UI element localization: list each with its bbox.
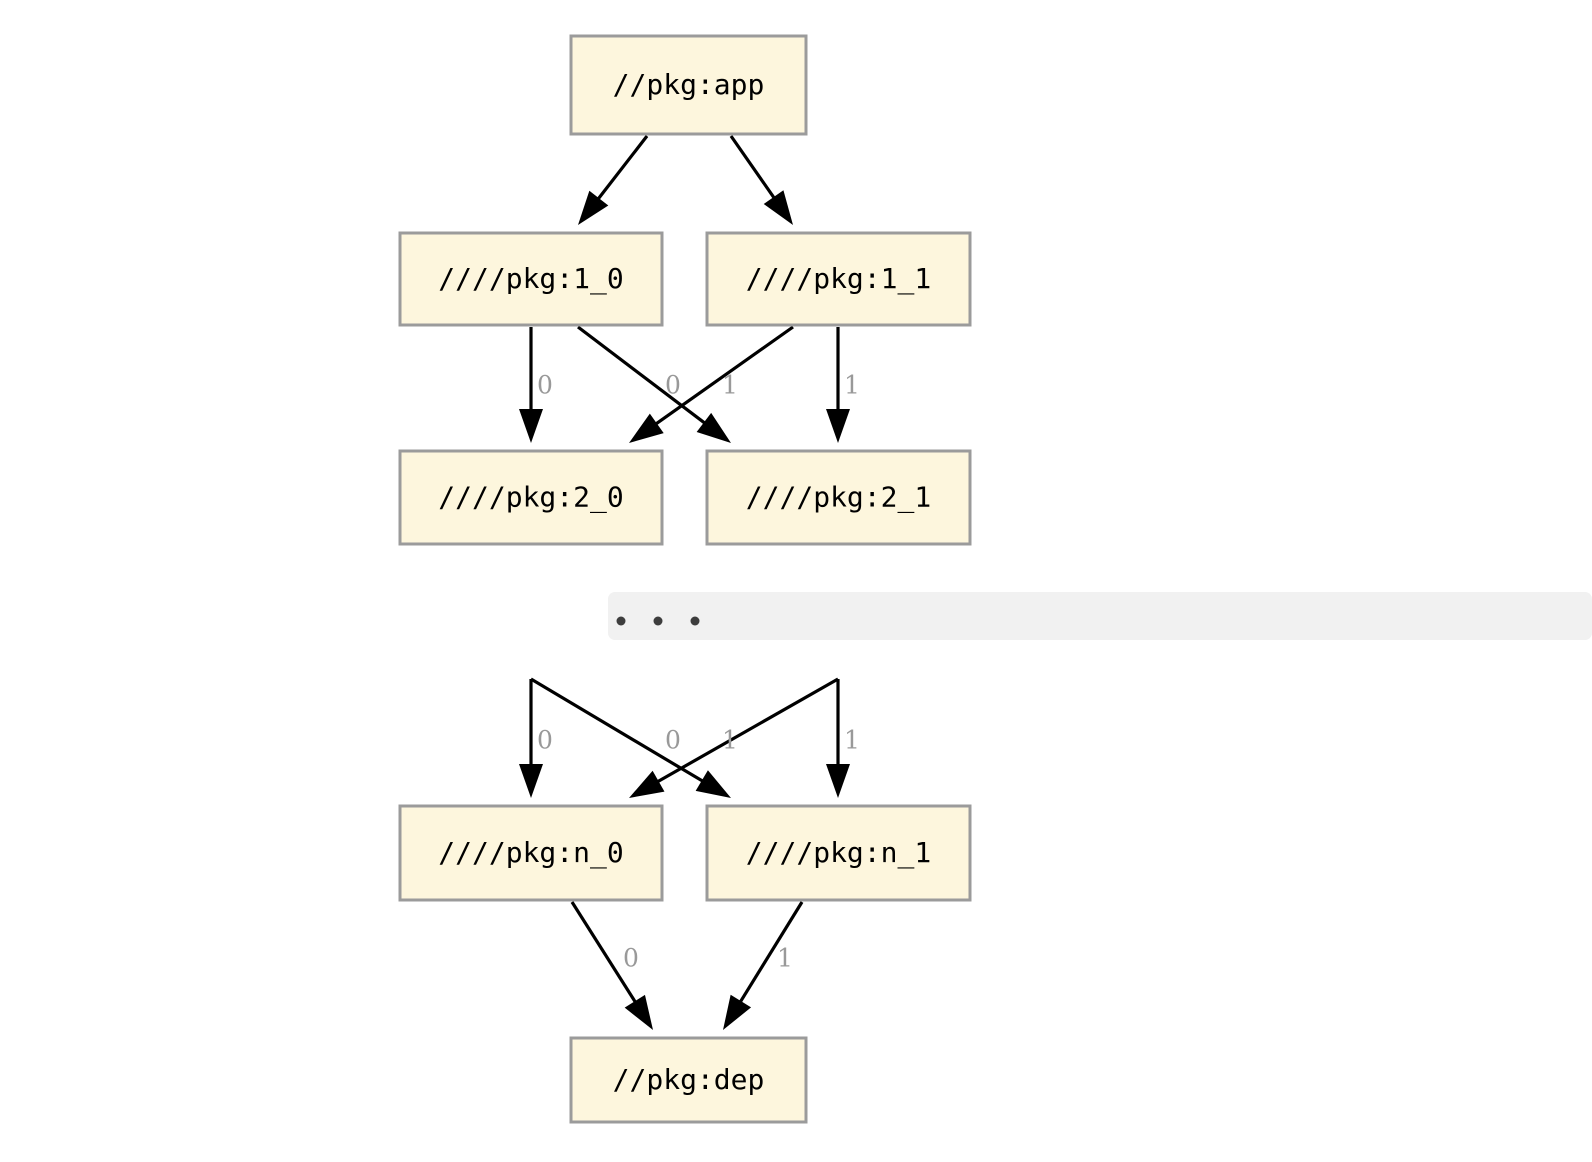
node-label-l2_0: ////pkg:2_0 xyxy=(438,481,623,515)
edge-line-n-1_0-to-n_1 xyxy=(530,677,708,786)
edge-label-1_1-to-2_0: 1 xyxy=(722,371,738,400)
node-box-ln_0[interactable] xyxy=(398,804,664,902)
node-label-ln_0: ////pkg:n_0 xyxy=(438,836,623,870)
edge-labels-layer: 0 0 1 1 0 0 1 1 0 1 xyxy=(537,371,860,973)
ellipsis-band xyxy=(608,592,1592,640)
node-label-ln_1: ////pkg:n_1 xyxy=(746,836,931,870)
arrowhead-n-1_1-to-n_1 xyxy=(826,764,850,798)
ellipsis-dot-2 xyxy=(690,616,700,626)
edge-n-1_1-to-n_0 xyxy=(629,677,839,798)
node-box-dep[interactable] xyxy=(569,1036,808,1124)
node-box-l1_0[interactable] xyxy=(398,231,664,327)
node-box-l2_1[interactable] xyxy=(705,449,972,546)
edges-layer xyxy=(519,135,850,1030)
edge-1_0-to-2_1 xyxy=(577,325,731,443)
edge-n-1_0-to-n_0 xyxy=(519,679,543,798)
edge-app-to-1_1 xyxy=(729,135,793,225)
edge-line-n-1_1-to-n_0 xyxy=(652,677,839,786)
node-l1_1[interactable]: ////pkg:1_1 xyxy=(705,231,972,327)
ellipsis-dot-1 xyxy=(653,616,663,626)
arrowhead-n-1_0-to-n_0 xyxy=(519,764,543,798)
arrowhead-1_0-to-2_1 xyxy=(696,412,731,443)
edge-line-n_0-to-dep xyxy=(570,901,640,1008)
edge-n_0-to-dep xyxy=(570,901,653,1030)
arrowhead-n_1-to-dep xyxy=(723,994,752,1030)
edge-label-n-1_1-to-n_0: 1 xyxy=(722,726,738,755)
ellipsis-band-layer xyxy=(608,592,1592,640)
node-label-l2_1: ////pkg:2_1 xyxy=(746,481,931,515)
edge-label-1_1-to-2_1: 1 xyxy=(844,371,860,400)
arrowhead-app-to-1_1 xyxy=(763,190,793,225)
arrowhead-1_0-to-2_0 xyxy=(519,409,543,443)
arrowhead-app-to-1_0 xyxy=(578,190,609,225)
arrowhead-n_0-to-dep xyxy=(624,994,653,1030)
node-l2_0[interactable]: ////pkg:2_0 xyxy=(398,449,664,546)
node-ln_1[interactable]: ////pkg:n_1 xyxy=(705,804,972,902)
arrowhead-1_1-to-2_1 xyxy=(826,409,850,443)
edge-n_1-to-dep xyxy=(723,901,804,1030)
nodes-layer: //pkg:app ////pkg:1_0 ////pkg:1_1 ////pkg:2… xyxy=(398,34,972,1124)
edge-line-app-to-1_1 xyxy=(729,135,779,203)
edge-label-n_1-to-dep: 1 xyxy=(777,944,793,973)
edge-line-app-to-1_0 xyxy=(593,135,649,204)
edge-1_0-to-2_0 xyxy=(519,327,543,443)
edge-label-n_0-to-dep: 0 xyxy=(623,944,639,973)
arrowhead-1_1-to-2_0 xyxy=(629,413,664,443)
edge-1_1-to-2_0 xyxy=(629,325,794,443)
edge-line-1_1-to-2_0 xyxy=(650,325,794,429)
node-label-app: //pkg:app xyxy=(613,68,765,101)
edge-n-1_0-to-n_1 xyxy=(530,677,731,798)
arrowhead-n-1_1-to-n_0 xyxy=(629,770,665,798)
edge-label-1_0-to-2_1: 0 xyxy=(665,371,681,400)
edge-n-1_1-to-n_1 xyxy=(826,679,850,798)
node-ln_0[interactable]: ////pkg:n_0 xyxy=(398,804,664,902)
ellipsis-dot-0 xyxy=(616,616,626,626)
edge-label-n-1_0-to-n_0: 0 xyxy=(537,726,553,755)
edge-label-n-1_0-to-n_1: 0 xyxy=(665,726,681,755)
node-l2_1[interactable]: ////pkg:2_1 xyxy=(705,449,972,546)
node-box-ln_1[interactable] xyxy=(705,804,972,902)
node-label-l1_0: ////pkg:1_0 xyxy=(438,262,623,296)
node-app[interactable]: //pkg:app xyxy=(569,34,808,136)
node-dep[interactable]: //pkg:dep xyxy=(569,1036,808,1124)
edge-line-n_1-to-dep xyxy=(736,901,804,1008)
arrowhead-n-1_0-to-n_1 xyxy=(695,770,731,798)
node-label-l1_1: ////pkg:1_1 xyxy=(746,262,931,296)
edge-label-n-1_1-to-n_1: 1 xyxy=(844,726,860,755)
edge-app-to-1_0 xyxy=(578,135,649,225)
edge-label-1_0-to-2_0: 0 xyxy=(537,371,553,400)
node-box-app[interactable] xyxy=(569,34,808,136)
node-label-dep: //pkg:dep xyxy=(613,1063,765,1096)
edge-1_1-to-2_1 xyxy=(826,327,850,443)
node-box-l1_1[interactable] xyxy=(705,231,972,327)
edge-line-1_0-to-2_1 xyxy=(577,325,710,428)
node-l1_0[interactable]: ////pkg:1_0 xyxy=(398,231,664,327)
node-box-l2_0[interactable] xyxy=(398,449,664,546)
